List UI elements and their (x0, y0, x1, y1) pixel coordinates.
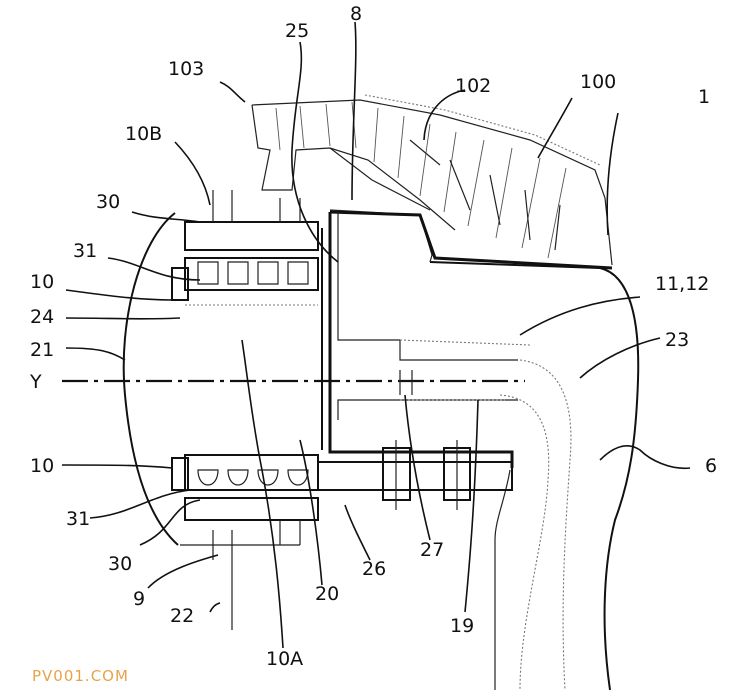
label-23: 23 (665, 329, 689, 351)
label-10-top: 10 (30, 271, 54, 293)
label-10A: 10A (266, 648, 303, 670)
label-25: 25 (285, 20, 309, 42)
drawing-geometry (61, 21, 691, 691)
label-27: 27 (420, 539, 444, 561)
label-31-bottom: 31 (66, 508, 90, 530)
label-30-bottom: 30 (108, 553, 132, 575)
watermark: PV001.COM (32, 667, 129, 685)
label-11-12: 11,12 (655, 273, 709, 295)
label-24: 24 (30, 306, 54, 328)
label-8: 8 (350, 3, 362, 25)
label-10-bottom: 10 (30, 455, 54, 477)
label-6: 6 (705, 455, 717, 477)
label-10B: 10B (125, 123, 162, 145)
label-22: 22 (170, 605, 194, 627)
label-axis-Y: Y (29, 371, 42, 393)
label-103: 103 (168, 58, 204, 80)
label-100: 100 (580, 71, 616, 93)
label-20: 20 (315, 583, 339, 605)
label-1: 1 (698, 86, 710, 108)
label-102: 102 (455, 75, 491, 97)
label-30-top: 30 (96, 191, 120, 213)
reference-labels: 1 100 102 103 10B 25 8 30 31 10 24 21 Y … (29, 3, 717, 670)
label-26: 26 (362, 558, 386, 580)
label-19: 19 (450, 615, 474, 637)
label-21: 21 (30, 339, 54, 361)
label-9: 9 (133, 588, 145, 610)
label-31-top: 31 (73, 240, 97, 262)
